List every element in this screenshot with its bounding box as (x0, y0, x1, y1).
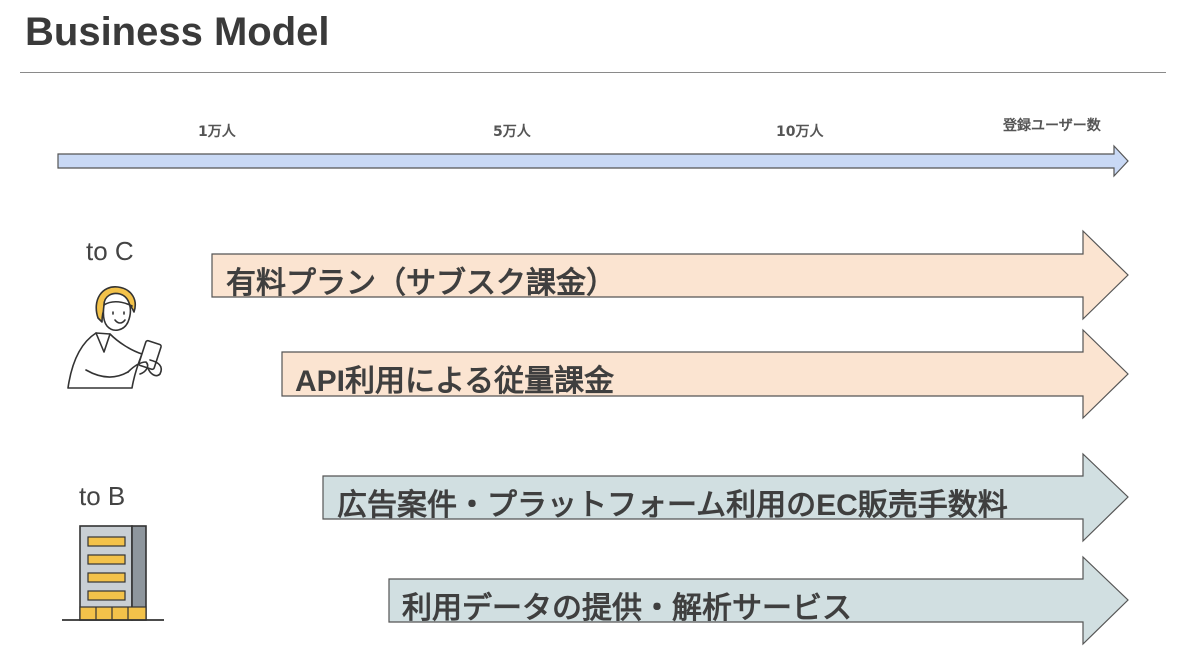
arrow-paid-plan (211, 229, 1129, 321)
page-title: Business Model (25, 10, 330, 54)
arrow-ad-ec-fee (322, 452, 1129, 543)
label-ad-ec-fee: 広告案件・プラットフォーム利用のEC販売手数料 (337, 489, 1008, 522)
segment-title-to-c: to C (86, 236, 134, 266)
person-tablet-icon (67, 286, 163, 389)
label-data-service: 利用データの提供・解析サービス (402, 592, 852, 625)
label-paid-plan: 有料プラン（サブスク課金） (226, 267, 616, 300)
arrow-api-usage (281, 328, 1129, 420)
office-building-icon (62, 525, 164, 621)
tick-50k: 5万人 (493, 124, 531, 140)
title-divider (20, 72, 1166, 73)
axis-label-registered-users: 登録ユーザー数 (1003, 118, 1101, 134)
tick-100k: 10万人 (776, 124, 824, 140)
tick-10k: 1万人 (198, 124, 236, 140)
arrow-data-service (388, 555, 1129, 646)
label-api-usage: API利用による従量課金 (295, 365, 615, 398)
segment-title-to-b: to B (79, 481, 126, 511)
user-count-axis-arrow (57, 144, 1129, 178)
